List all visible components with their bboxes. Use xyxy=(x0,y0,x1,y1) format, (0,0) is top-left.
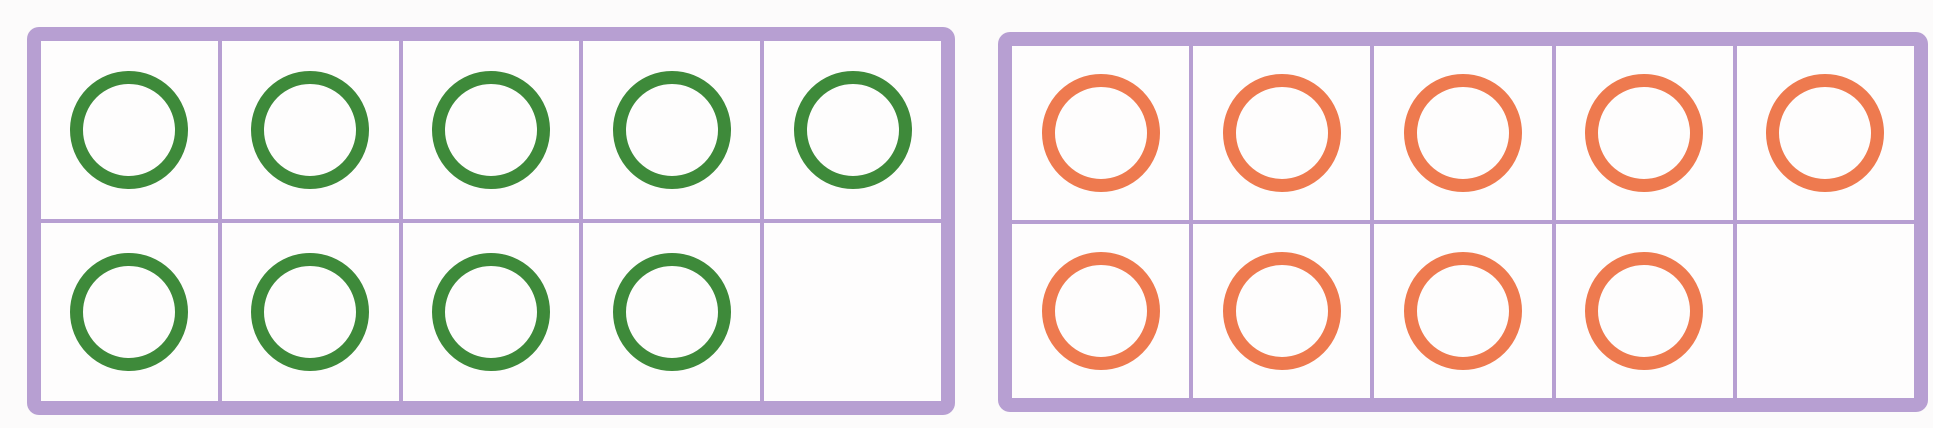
ten-frame-cell xyxy=(1555,46,1733,220)
ten-frame-cell xyxy=(1193,224,1371,398)
ten-frame-cell xyxy=(1374,46,1552,220)
ten-frame-cell xyxy=(1555,224,1733,398)
orange-ring-counter xyxy=(1222,252,1341,370)
ten-frame-cell xyxy=(41,41,218,219)
ten-frame-cell xyxy=(1012,46,1190,220)
orange-ring-counter xyxy=(1766,74,1885,192)
ten-frame-cell xyxy=(221,41,399,219)
green-ring-counter xyxy=(251,253,370,371)
orange-ring-counter xyxy=(1041,252,1160,370)
orange-ring-counter xyxy=(1403,74,1522,192)
ten-frame-cell xyxy=(1736,46,1914,220)
ten-frame-cell xyxy=(1374,224,1552,398)
ten-frame-grid xyxy=(1012,46,1914,398)
ten-frame-cell xyxy=(41,223,218,401)
orange-ring-counter xyxy=(1585,74,1704,192)
green-ring-counter xyxy=(431,71,550,189)
green-ring-counter xyxy=(612,253,731,371)
green-ring-counter xyxy=(70,253,189,371)
ten-frame-cell xyxy=(402,41,580,219)
green-ring-counter xyxy=(793,71,912,189)
orange-ring-counter xyxy=(1041,74,1160,192)
green-ring-counter xyxy=(431,253,550,371)
ten-frame-green xyxy=(27,27,955,415)
ten-frame-grid xyxy=(41,41,941,401)
ten-frame-cell xyxy=(583,223,761,401)
orange-ring-counter xyxy=(1403,252,1522,370)
ten-frame-cell xyxy=(764,41,941,219)
ten-frame-cell xyxy=(1736,224,1914,398)
ten-frame-cell xyxy=(221,223,399,401)
orange-ring-counter xyxy=(1585,252,1704,370)
ten-frame-cell xyxy=(1193,46,1371,220)
ten-frame-cell xyxy=(764,223,941,401)
ten-frame-cell xyxy=(583,41,761,219)
orange-ring-counter xyxy=(1222,74,1341,192)
green-ring-counter xyxy=(251,71,370,189)
green-ring-counter xyxy=(612,71,731,189)
ten-frame-cell xyxy=(1012,224,1190,398)
ten-frame-orange xyxy=(998,32,1928,412)
ten-frame-cell xyxy=(402,223,580,401)
green-ring-counter xyxy=(70,71,189,189)
